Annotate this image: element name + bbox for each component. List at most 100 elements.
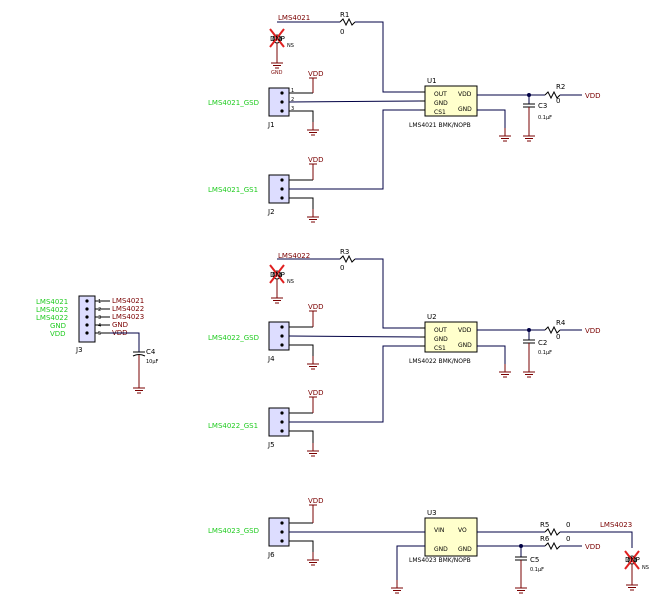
- u3-body: [424, 517, 478, 557]
- c3-val: 0.1µF: [538, 115, 552, 121]
- test-point-2: LMS4022 DNP NS: [269, 252, 310, 304]
- r4-val: 0: [556, 333, 560, 341]
- j5-net: LMS4022_GS1: [208, 422, 258, 430]
- j3-right-2: LMS4022: [112, 305, 144, 313]
- test-point-1: LMS4021 DNP NS GND: [269, 14, 310, 76]
- u1-body: [424, 85, 478, 117]
- gnd-label: GND: [271, 70, 283, 76]
- j3-body: [78, 295, 96, 343]
- pin-2: 2: [291, 97, 294, 103]
- vdd-j5: VDD: [308, 389, 324, 397]
- j5-body: [268, 407, 290, 437]
- u3-ref: U3: [427, 509, 437, 517]
- u1-part: LMS4021 BMK/NOPB: [409, 122, 471, 129]
- j3-pin-5: 5: [98, 331, 101, 337]
- section-3: U3 VO VIN GND GND LMS4023 BMK/NOPB J6 LM…: [208, 497, 649, 594]
- j3-pin-4: 4: [98, 323, 101, 329]
- u3-pin-gnd2: GND: [458, 546, 472, 553]
- c5-val: 0.1µF: [530, 567, 544, 573]
- j3-pin-3: 3: [98, 315, 101, 321]
- j4-net: LMS4022_GSD: [208, 334, 259, 342]
- vdd-net-3: VDD: [585, 543, 601, 551]
- c3-ref: C3: [538, 102, 547, 110]
- tp3-ns: NS: [642, 565, 649, 571]
- u1-ref: U1: [427, 77, 437, 85]
- u2-pin-gnd2: GND: [458, 342, 472, 349]
- c4-val: 10µF: [146, 359, 159, 365]
- j6-net: LMS4023_GSD: [208, 527, 259, 535]
- c2-ref: C2: [538, 339, 547, 347]
- u3-pin-vo: VO: [458, 527, 467, 534]
- u2-pin-out: OUT: [434, 327, 447, 334]
- j1-net: LMS4021_GSD: [208, 99, 259, 107]
- j4-ref: J4: [267, 355, 275, 363]
- j6-body: [268, 517, 290, 547]
- vdd-j2: VDD: [308, 156, 324, 164]
- r4-ref: R4: [556, 319, 566, 327]
- j2-body: [268, 174, 290, 204]
- j4-body: [268, 321, 290, 351]
- tp2-net: LMS4022: [278, 252, 310, 260]
- r6-val: 0: [566, 535, 570, 543]
- vdd-j6: VDD: [308, 497, 324, 505]
- tp3-ref: DNP: [625, 556, 640, 564]
- j1-body: [268, 87, 290, 117]
- u1-pin-cs1: CS1: [434, 109, 446, 116]
- u2-part: LMS4022 BMK/NOPB: [409, 358, 471, 365]
- u2-ref: U2: [427, 313, 437, 321]
- lms4023-net: LMS4023: [600, 521, 632, 529]
- r2-ref: R2: [556, 83, 565, 91]
- j3-left-4: GND: [50, 322, 66, 330]
- r5-ref: R5: [540, 521, 549, 529]
- tp-net-label: LMS4021: [278, 14, 310, 22]
- j6-ref: J6: [267, 551, 275, 559]
- j3-header: J3 LMS4021 LMS4022 LMS4022 GND VDD 1 2 3…: [36, 295, 159, 394]
- u2-pin-vdd: VDD: [458, 327, 472, 334]
- vdd-j1: VDD: [308, 70, 324, 78]
- j3-right-4: GND: [112, 321, 128, 329]
- u1-pin-vdd: VDD: [458, 91, 472, 98]
- j5-ref: J5: [267, 441, 275, 449]
- j2-ref: J2: [267, 208, 275, 216]
- tp-ref: DNP: [270, 35, 285, 43]
- j3-left-3: LMS4022: [36, 314, 68, 322]
- u3-part: LMS4023 BMK/NOPB: [409, 557, 471, 564]
- section-1: LMS4021 DNP NS GND R1 0 U1 OUT GND CS1 V…: [208, 11, 601, 223]
- j3-pin-2: 2: [98, 307, 101, 313]
- pin-3: 3: [291, 106, 294, 112]
- tp-ns: NS: [287, 43, 294, 49]
- r3-ref: R3: [340, 248, 349, 256]
- u3-pin-gnd: GND: [434, 546, 448, 553]
- pin-1: 1: [291, 88, 294, 94]
- test-point-3: DNP NS: [624, 550, 649, 591]
- u1-pin-gnd2: GND: [458, 106, 472, 113]
- j3-left-2: LMS4022: [36, 306, 68, 314]
- j3-pin-1: 1: [98, 299, 101, 305]
- r1-ref: R1: [340, 11, 349, 19]
- vdd-j4: VDD: [308, 303, 324, 311]
- j1-ref: J1: [267, 121, 275, 129]
- tp2-ns: NS: [287, 279, 294, 285]
- j3-left-5: VDD: [50, 330, 66, 338]
- r3-val: 0: [340, 264, 344, 272]
- j3-ref: J3: [75, 346, 83, 354]
- section-2: LMS4022 DNP NS R3 0 U2 OUT GND CS1 VDD G…: [208, 248, 601, 457]
- c4-ref: C4: [146, 348, 156, 356]
- j2-net: LMS4021_GS1: [208, 186, 258, 194]
- u1-pin-out: OUT: [434, 91, 447, 98]
- j3-left-1: LMS4021: [36, 298, 68, 306]
- c2-val: 0.1µF: [538, 350, 552, 356]
- u2-pin-cs1: CS1: [434, 345, 446, 352]
- vdd-net-2: VDD: [585, 327, 601, 335]
- u3-pin-vin: VIN: [434, 527, 444, 534]
- r5-val: 0: [566, 521, 570, 529]
- r2-val: 0: [556, 97, 560, 105]
- j3-right-3: LMS4023: [112, 313, 144, 321]
- tp2-ref: DNP: [270, 271, 285, 279]
- r6-ref: R6: [540, 535, 550, 543]
- u2-pin-gnd: GND: [434, 336, 448, 343]
- c5-ref: C5: [530, 556, 539, 564]
- r1-val: 0: [340, 28, 344, 36]
- vdd-net-1: VDD: [585, 92, 601, 100]
